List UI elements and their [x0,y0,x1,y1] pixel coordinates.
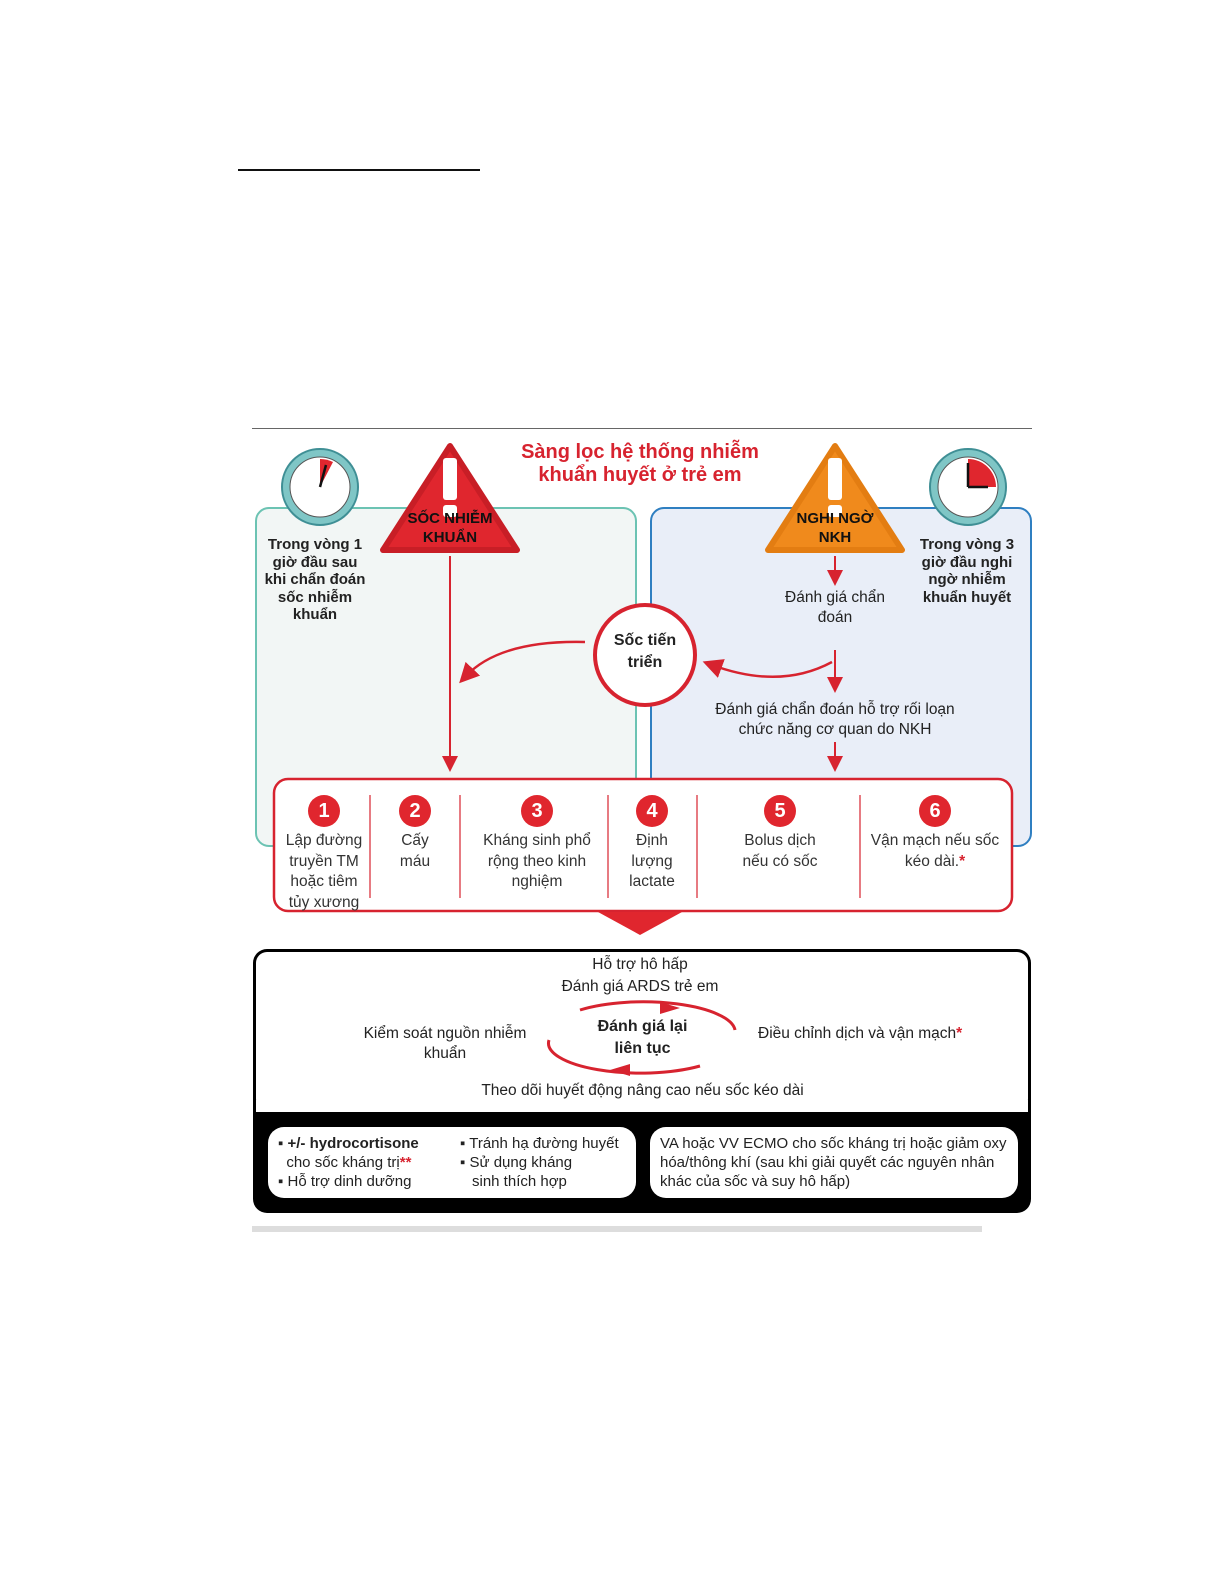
source-control: Kiểm soát nguồn nhiễm khuẩn [363,1025,527,1062]
step-label: Kháng sinh phổ rộng theo kinh nghiệm [483,832,591,890]
step-number: 3 [521,795,553,827]
clock-icon-3h [929,448,1007,526]
step-label: Cấy máu [399,832,431,870]
progressive-shock-label: Sốc tiến triển [613,632,677,671]
time-note-3h: Trong vòng 3 giờ đầu nghi ngờ nhiễm khuẩ… [919,536,1015,606]
step-number: 5 [764,795,796,827]
continuous-reassessment: Đánh giá lại liên tục [597,1018,688,1057]
warning-label-septic-shock: SỐC NHIỄM KHUẨN [407,510,493,546]
respiratory-support: Hỗ trợ hô hấp [592,956,688,973]
step-number: 4 [636,795,668,827]
list-item: ▪ Tránh hạ đường huyết▪ Sử dụng kháng si… [460,1135,619,1190]
asterisk-mark: * [959,852,966,870]
fluid-vasoactive-adjustment: Điều chỉnh dịch và vận mạch* [758,1024,1018,1044]
step-label: Lập đường truyền TM hoặc tiêm tủy xương [285,832,363,911]
step-number: 6 [919,795,951,827]
diagnostic-assessment: Đánh giá chẩn đoán [785,589,885,626]
nutrition-support: Hỗ trợ dinh dưỡng [287,1173,412,1190]
adjunct-therapies-box: ▪ +/- hydrocortisone cho sốc kháng trị**… [268,1127,636,1198]
organ-dysfunction-assessment: Đánh giá chẩn đoán hỗ trợ rối loạn chức … [715,701,955,738]
ards-assessment: Đánh giá ARDS trẻ em [561,978,719,995]
ecmo-text: VA hoặc VV ECMO cho sốc kháng trị hoặc g… [660,1135,1007,1190]
hemodynamic-monitoring: Theo dõi huyết động nâng cao nếu sốc kéo… [481,1082,804,1099]
fluid-vasoactive-text: Điều chỉnh dịch và vận mạch [758,1025,957,1042]
clock-icon-1h [281,448,359,526]
ecmo-box: VA hoặc VV ECMO cho sốc kháng trị hoặc g… [650,1127,1018,1198]
hydrocortisone: +/- hydrocortisone [287,1135,419,1152]
step-number: 1 [308,795,340,827]
step-label: Vận mạch nếu sốc kéo dài. [870,832,1000,870]
time-note-1h: Trong vòng 1 giờ đầu sau khi chẩn đoán s… [264,536,366,623]
diagram-title: Sàng lọc hệ thống nhiễm khuẩn huyết ở tr… [521,441,759,486]
step-number: 2 [399,795,431,827]
appropriate-antibiotics: Sử dụng kháng sinh thích hợp [469,1154,573,1190]
asterisk-mark: * [956,1025,963,1042]
progress-circle-shape [593,603,697,707]
title-underline [238,169,480,171]
step-label: Bolus dịch nếu có sốc [742,832,818,870]
avoid-hypoglycemia: Tránh hạ đường huyết [469,1135,619,1152]
warning-label-suspected: NGHI NGỜ NKH [796,510,874,546]
list-item: ▪ +/- hydrocortisone cho sốc kháng trị**… [278,1135,419,1190]
down-arrow [598,912,682,935]
step-label: Định lượng lactate [629,832,675,890]
steps-box [272,777,1014,913]
refractory-shock-text: cho sốc kháng trị [286,1154,400,1171]
divider [252,428,1032,429]
double-asterisk-mark: ** [399,1154,412,1171]
